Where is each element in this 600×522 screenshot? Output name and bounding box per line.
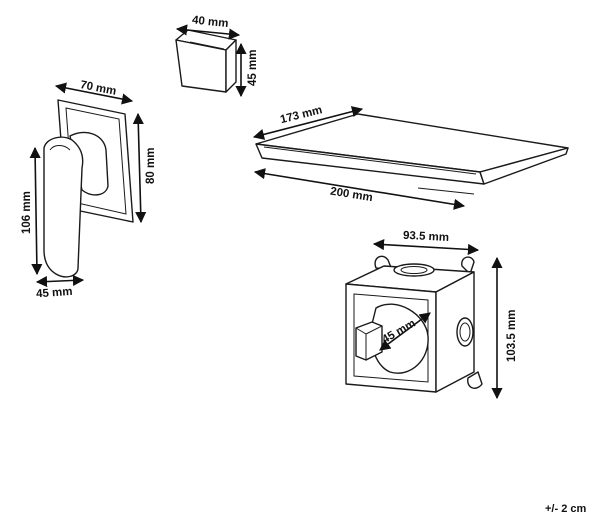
button-width-dim [175, 24, 241, 40]
spout-depth-dim [252, 106, 364, 140]
plate-height-dim [132, 112, 147, 224]
plate-width-dim [54, 82, 134, 105]
lever-height-dim [29, 146, 43, 276]
lever-depth-label: 45 mm [36, 286, 73, 301]
push-button-drawing [175, 29, 237, 93]
tolerance-note: +/- 2 cm [545, 503, 586, 515]
plate-height-label: 80 mm [145, 148, 157, 184]
lever-depth-dim [35, 274, 85, 288]
spout-width-label: 200 mm [329, 186, 373, 205]
mixer-handle-drawing [43, 99, 134, 278]
button-height-label: 45 mm [247, 50, 259, 86]
box-width-label: 93.5 mm [403, 230, 450, 244]
lever-height-label: 106 mm [21, 191, 33, 234]
waterfall-spout-drawing [255, 113, 569, 195]
box-height-label: 103.5 mm [506, 310, 518, 362]
spout-depth-label: 173 mm [279, 104, 323, 126]
spout-width-dim [253, 168, 466, 210]
box-width-dim [372, 238, 480, 256]
button-width-label: 40 mm [191, 14, 228, 30]
cartridge-diameter-dim [379, 312, 431, 351]
